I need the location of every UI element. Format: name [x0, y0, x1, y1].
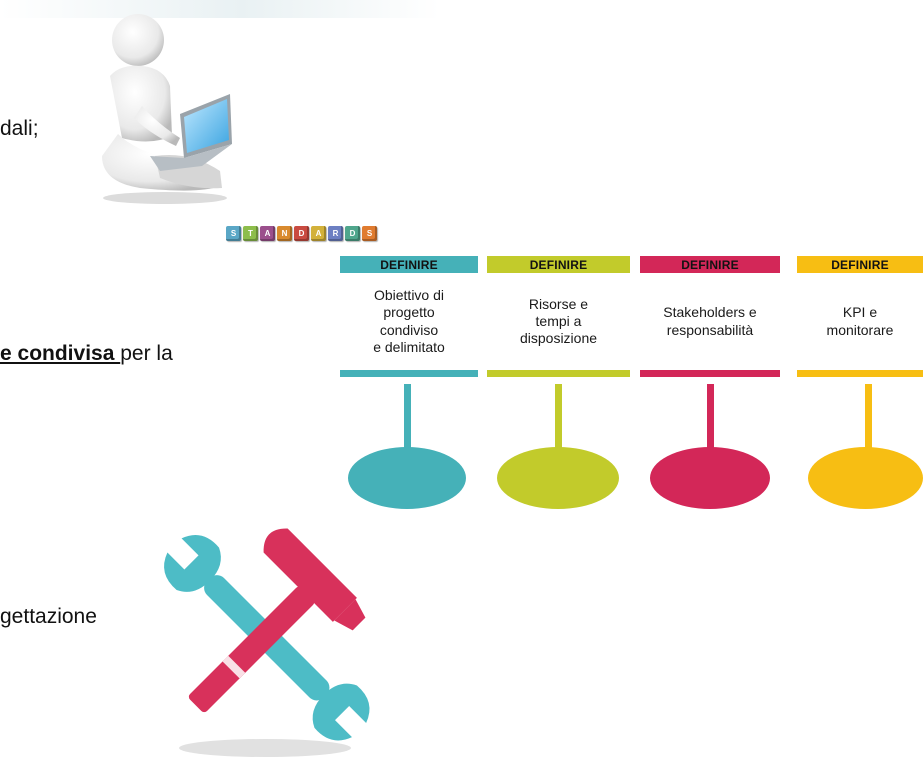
column-description: Obiettivo di progetto condiviso e delimi… — [340, 273, 478, 370]
column-bar — [487, 370, 630, 377]
description-line: KPI e — [842, 304, 878, 321]
standards-block: D — [345, 226, 360, 241]
standards-block: T — [243, 226, 258, 241]
column-description: Risorse e tempi a disposizione — [487, 273, 630, 370]
timeline-column-objective: DEFINIRE Obiettivo di progetto condiviso… — [340, 256, 478, 377]
description-line: monitorare — [826, 321, 894, 338]
timeline-stem — [707, 384, 714, 448]
timeline-oval — [348, 447, 466, 509]
timeline-column-kpi: DEFINIRE KPI e monitorare — [797, 256, 923, 377]
timeline-stem — [865, 384, 872, 448]
column-description: Stakeholders e responsabilità — [640, 273, 780, 370]
standards-block: N — [277, 226, 292, 241]
description-line: e delimitato — [373, 338, 445, 355]
standards-block: A — [260, 226, 275, 241]
hammer-and-wrench-icon — [164, 528, 370, 757]
standards-block: S — [362, 226, 377, 241]
timeline-column-resources: DEFINIRE Risorse e tempi a disposizione — [487, 256, 630, 377]
column-description: KPI e monitorare — [797, 273, 923, 370]
column-header: DEFINIRE — [340, 256, 478, 273]
column-header: DEFINIRE — [797, 256, 923, 273]
description-line: Risorse e — [528, 295, 589, 312]
description-line: Stakeholders e — [663, 304, 757, 321]
description-line: condiviso — [379, 321, 439, 338]
body-text-line1: dali; — [0, 117, 39, 140]
timeline-oval — [497, 447, 619, 509]
top-decorative-strip — [0, 0, 440, 18]
column-bar — [797, 370, 923, 377]
column-header: DEFINIRE — [640, 256, 780, 273]
timeline-stem — [555, 384, 562, 448]
column-bar — [340, 370, 478, 377]
timeline-oval — [808, 447, 923, 509]
column-bar — [640, 370, 780, 377]
timeline-column-stakeholders: DEFINIRE Stakeholders e responsabilità — [640, 256, 780, 377]
standards-logo: S T A N D A R D S — [226, 226, 377, 241]
standards-block: D — [294, 226, 309, 241]
description-line: Obiettivo di — [373, 287, 445, 304]
description-line: progetto — [383, 304, 435, 321]
standards-block: R — [328, 226, 343, 241]
description-line: responsabilità — [666, 321, 754, 338]
person-with-laptop-icon — [102, 14, 232, 204]
description-line: tempi a — [535, 312, 582, 329]
timeline-oval — [650, 447, 770, 509]
timeline-stem — [404, 384, 411, 448]
column-header: DEFINIRE — [487, 256, 630, 273]
standards-block: S — [226, 226, 241, 241]
body-text-emphasis: e condivisa — [0, 342, 121, 365]
description-line: disposizione — [519, 330, 598, 347]
body-text-line3: gettazione — [0, 605, 97, 628]
body-text-rest: per la — [120, 342, 173, 365]
standards-block: A — [311, 226, 326, 241]
body-text-line2: e condivisa per la — [0, 343, 173, 364]
